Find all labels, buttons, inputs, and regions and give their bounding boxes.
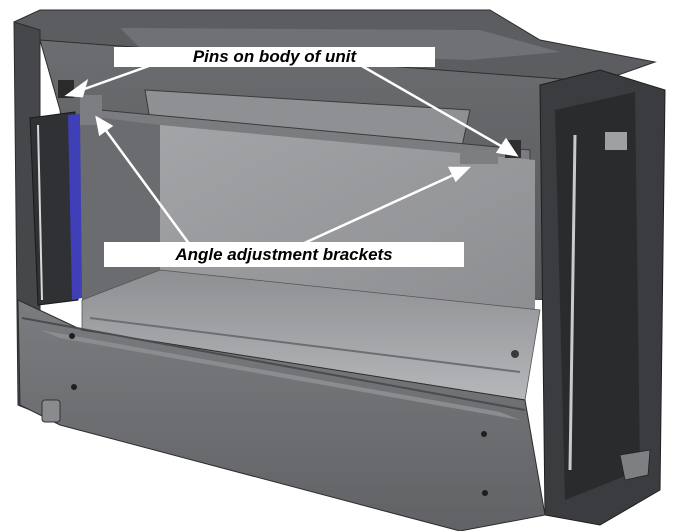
arrow-pins-right xyxy=(354,60,509,152)
unit-interior-left xyxy=(80,115,160,300)
unit-right-opening xyxy=(555,92,640,500)
unit-hole xyxy=(482,490,488,496)
unit-hole xyxy=(69,333,75,339)
unit-top-ridge xyxy=(120,28,560,60)
unit-pillar-highlight xyxy=(37,124,43,301)
unit-front-step xyxy=(40,330,520,420)
unit-firebox-floor xyxy=(81,269,541,401)
unit-front-ledge xyxy=(21,317,526,411)
unit-right-edge xyxy=(568,134,577,471)
unit-right-tab xyxy=(605,132,627,150)
arrow-brackets-left-head xyxy=(95,115,114,137)
callout-arrows xyxy=(64,60,519,247)
callout-angle-adjustment-brackets: Angle adjustment brackets xyxy=(104,242,464,267)
unit-hole xyxy=(481,431,487,437)
unit-hole xyxy=(511,350,519,358)
arrow-brackets-left xyxy=(100,124,192,246)
unit-hole xyxy=(71,384,77,390)
unit-floor-edge xyxy=(89,317,521,373)
arrow-brackets-right xyxy=(299,170,461,247)
callout-pins-on-body: Pins on body of unit xyxy=(114,47,435,67)
unit-right-bracket xyxy=(619,449,651,481)
arrow-pins-right-head xyxy=(495,137,519,157)
unit-right-bracket-plate xyxy=(460,150,498,164)
unit-blue-gasket xyxy=(68,114,82,300)
arrow-pins-left xyxy=(75,60,161,94)
arrow-pins-left-head xyxy=(64,78,89,98)
unit-foot xyxy=(41,399,61,423)
arrow-brackets-right-head xyxy=(447,166,472,183)
